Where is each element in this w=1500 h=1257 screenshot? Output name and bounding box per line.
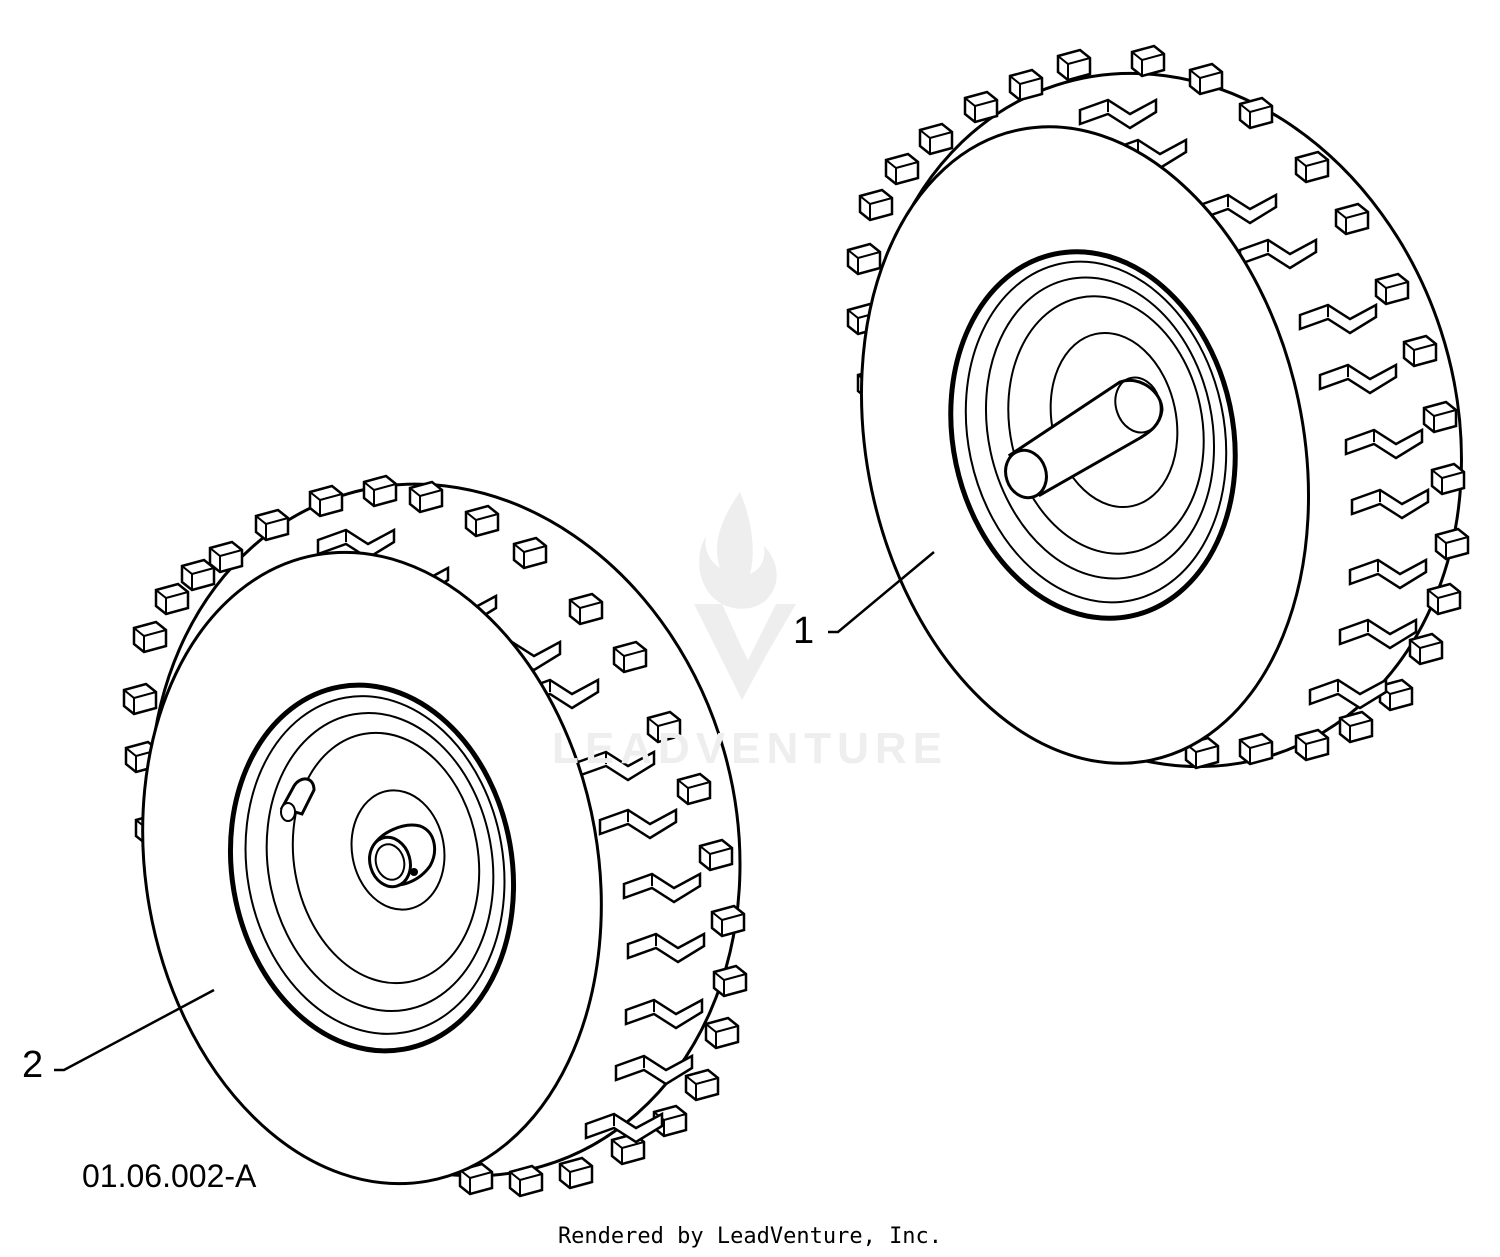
leader-line-2 bbox=[54, 988, 215, 1072]
drawing-number: 01.06.002-A bbox=[82, 1158, 257, 1194]
flame-v-logo-icon bbox=[694, 492, 796, 700]
watermark-text: LEADVENTURE bbox=[551, 724, 949, 773]
render-credit: Rendered by LeadVenture, Inc. bbox=[557, 1224, 943, 1249]
leader-line-1 bbox=[828, 551, 935, 634]
wheel-part-2 bbox=[122, 474, 748, 1198]
callout-label-2: 2 bbox=[22, 1044, 44, 1086]
callout-label-1: 1 bbox=[793, 610, 815, 652]
wheel-part-1 bbox=[846, 44, 1470, 770]
